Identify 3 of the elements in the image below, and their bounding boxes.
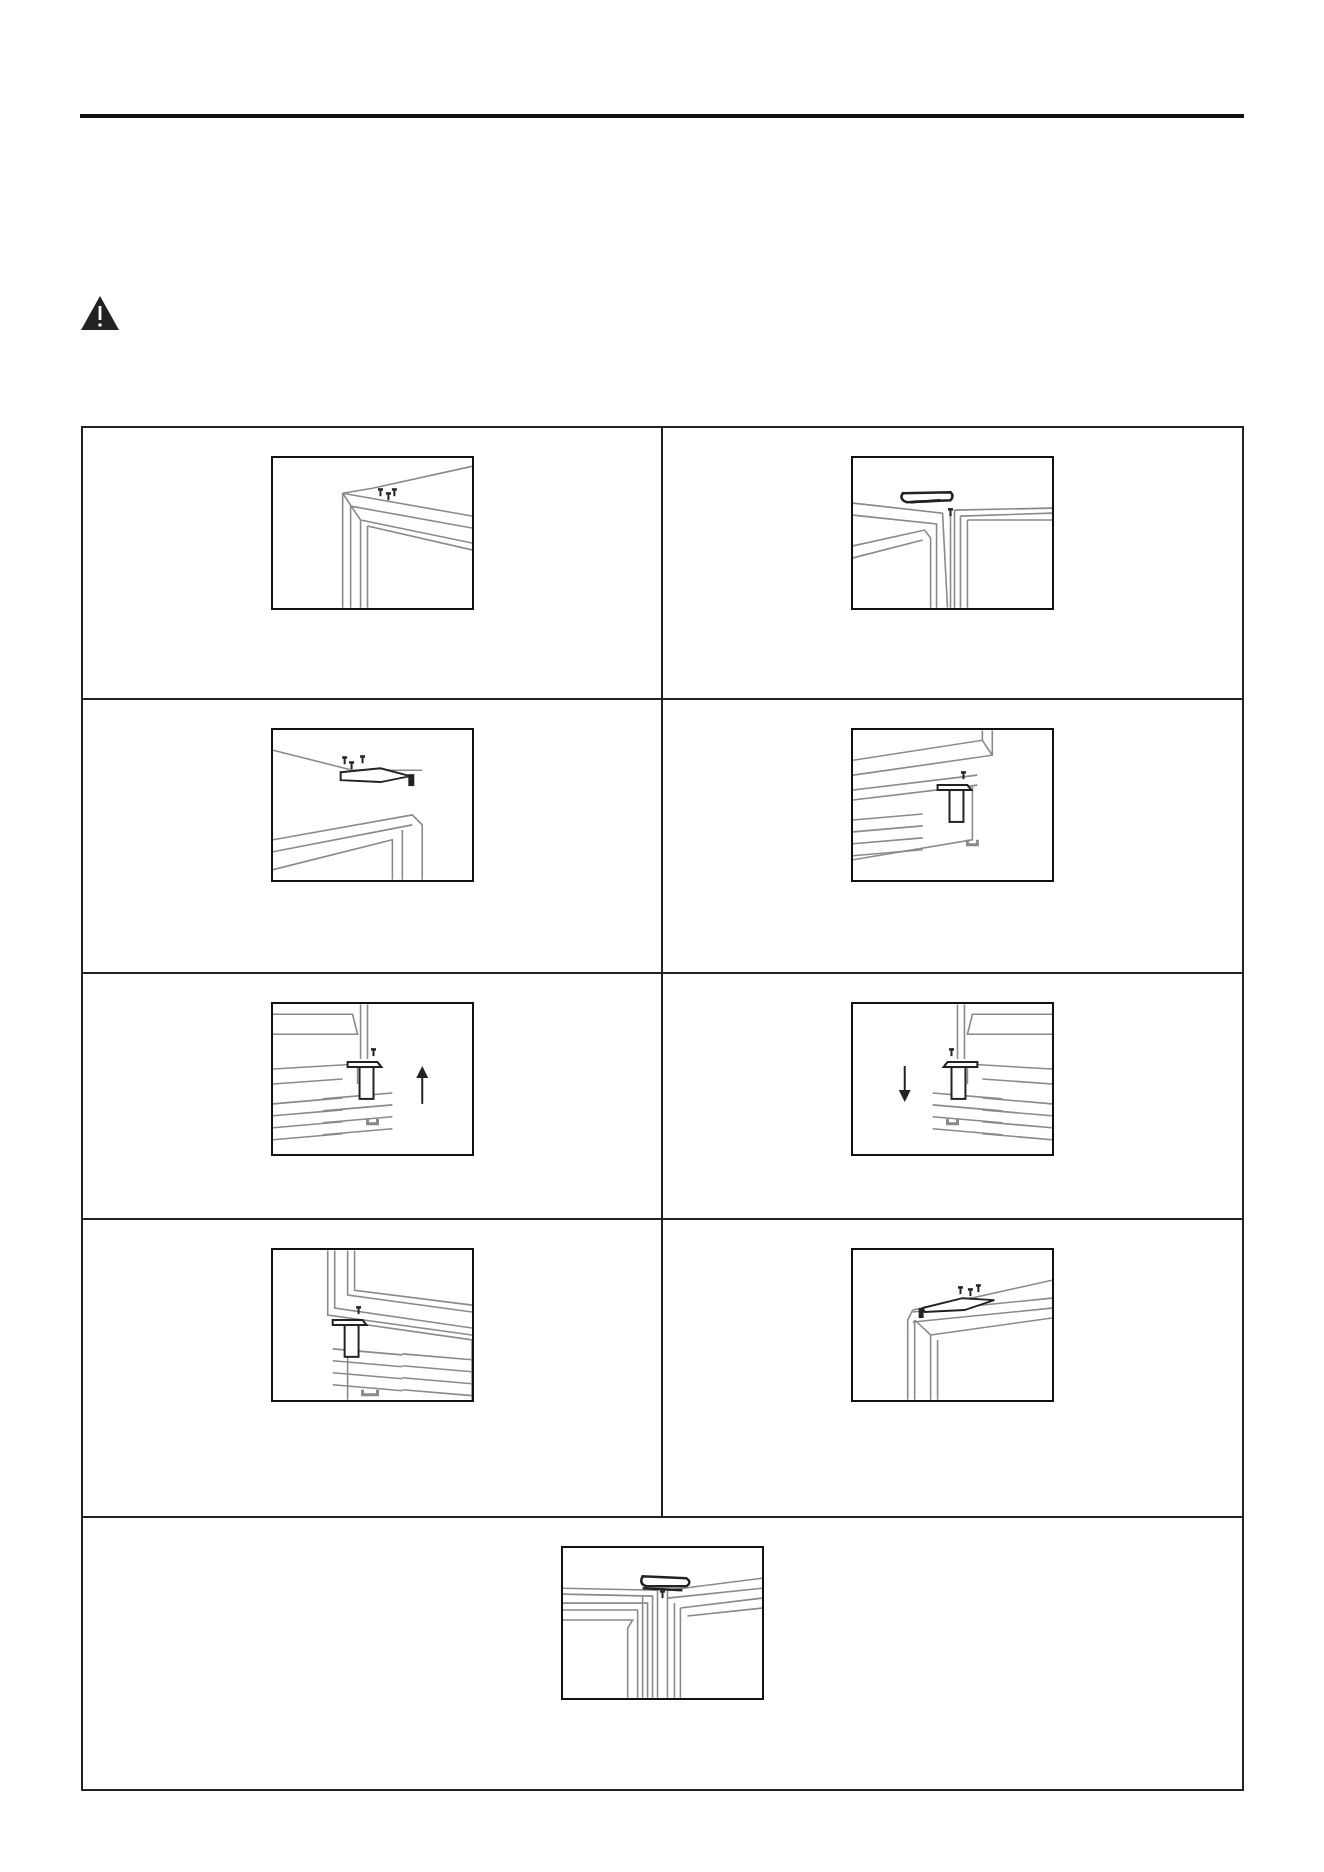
step-panel xyxy=(661,426,1244,700)
step-panel xyxy=(81,1516,1244,1791)
step-panel xyxy=(81,426,663,700)
